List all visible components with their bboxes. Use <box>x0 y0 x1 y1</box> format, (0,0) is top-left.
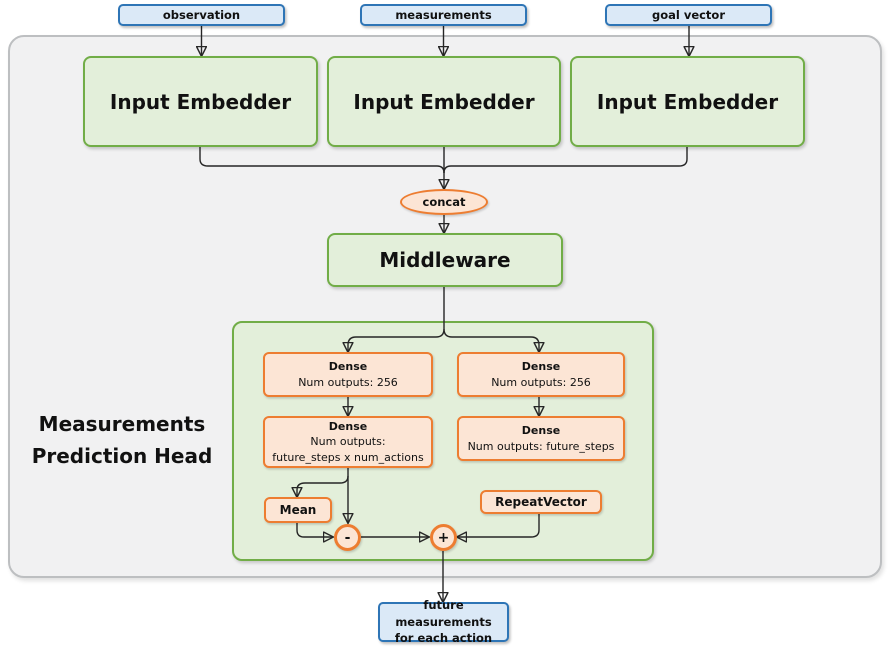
plus-label: + <box>437 529 450 546</box>
repeat-vector-node: RepeatVector <box>480 490 602 514</box>
minus-label: - <box>344 529 351 546</box>
embedder-node: Input Embedder <box>83 56 318 147</box>
embedder-label: Input Embedder <box>109 89 292 114</box>
middleware-label: Middleware <box>379 248 511 272</box>
head-title-line2: Prediction Head <box>31 444 213 468</box>
input-label: goal vector <box>651 7 726 22</box>
concat-node: concat <box>400 189 488 215</box>
plus-node: + <box>430 524 457 551</box>
input-node-goal-vector: goal vector <box>605 4 772 26</box>
input-label: measurements <box>395 7 492 22</box>
dense-left-2: Dense Num outputs: future_steps x num_ac… <box>263 416 433 468</box>
input-node-observation: observation <box>118 4 285 26</box>
output-label-line2: for each action <box>394 631 493 646</box>
dense-left-1: Dense Num outputs: 256 <box>263 352 433 397</box>
repeat-vector-label: RepeatVector <box>495 494 587 509</box>
input-label: observation <box>162 7 241 22</box>
dense-title: Dense <box>521 424 561 438</box>
middleware-node: Middleware <box>327 233 563 287</box>
embedder-node: Input Embedder <box>570 56 805 147</box>
dense-title: Dense <box>521 360 561 374</box>
embedder-node: Input Embedder <box>327 56 561 147</box>
embedder-label: Input Embedder <box>353 89 535 114</box>
embedder-label: Input Embedder <box>596 89 779 114</box>
mean-label: Mean <box>279 502 317 517</box>
dense-subtitle: Num outputs: <box>310 435 386 449</box>
dense-subtitle: Num outputs: 256 <box>298 375 398 389</box>
dense-subtitle: future_steps x num_actions <box>272 450 424 464</box>
input-node-measurements: measurements <box>360 4 527 26</box>
head-title-line1: Measurements <box>38 412 206 436</box>
head-title: Measurements Prediction Head <box>22 408 222 472</box>
dense-subtitle: Num outputs: 256 <box>491 375 591 389</box>
dense-title: Dense <box>328 360 368 374</box>
mean-node: Mean <box>264 497 332 523</box>
minus-node: - <box>334 524 361 551</box>
dense-right-1: Dense Num outputs: 256 <box>457 352 625 397</box>
dense-title: Dense <box>328 419 368 433</box>
dense-right-2: Dense Num outputs: future_steps <box>457 416 625 461</box>
output-label-line1: future measurements <box>395 598 492 629</box>
concat-label: concat <box>422 195 466 209</box>
output-node: future measurements for each action <box>378 598 509 645</box>
dense-subtitle: Num outputs: future_steps <box>467 439 615 453</box>
